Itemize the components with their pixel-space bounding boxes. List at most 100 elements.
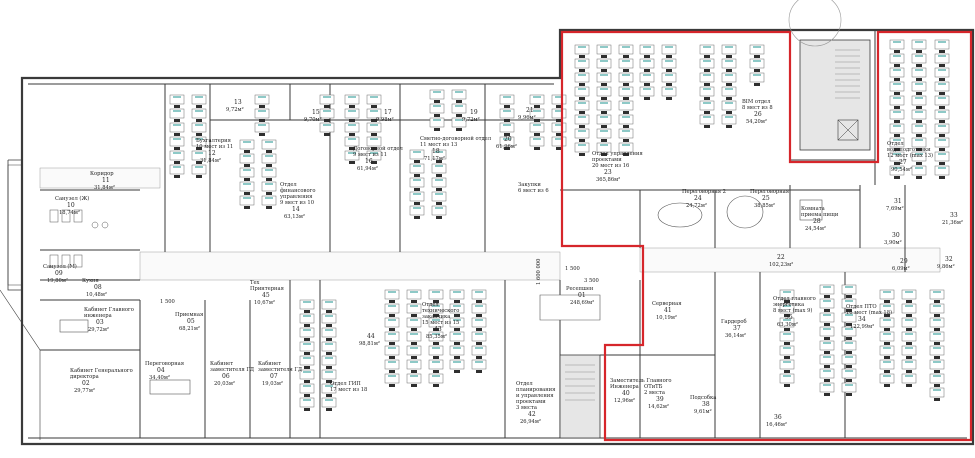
desk xyxy=(911,53,927,64)
desk xyxy=(261,181,277,192)
room-name-line: водоподготовки xyxy=(887,147,931,153)
desk xyxy=(889,109,905,120)
monitor xyxy=(783,347,791,349)
chair xyxy=(939,64,945,67)
chair xyxy=(934,398,940,401)
monitor xyxy=(503,110,511,112)
chair xyxy=(411,342,417,345)
desk xyxy=(596,128,612,139)
room-name-line: 9 мест из 11 xyxy=(353,152,387,158)
room-number: 02 xyxy=(82,380,90,387)
monitor xyxy=(938,111,946,113)
chair xyxy=(504,133,510,136)
room-name-line: Сметно-договорной отдел xyxy=(420,136,492,142)
chair xyxy=(894,176,900,179)
chair xyxy=(916,120,922,123)
monitor xyxy=(893,69,901,71)
room-number: 17 xyxy=(384,109,392,116)
room-name-line: технического xyxy=(422,308,459,314)
monitor xyxy=(643,60,651,62)
chair xyxy=(939,50,945,53)
monitor xyxy=(195,110,203,112)
desk xyxy=(618,44,634,55)
monitor xyxy=(578,102,586,104)
desk xyxy=(431,163,447,174)
desk xyxy=(779,317,795,328)
monitor xyxy=(555,124,563,126)
desk xyxy=(471,317,487,328)
chair xyxy=(476,300,482,303)
chair xyxy=(389,300,395,303)
chair xyxy=(601,111,607,114)
room-number: 33 xyxy=(950,212,958,219)
monitor xyxy=(303,371,311,373)
desk xyxy=(551,136,567,147)
desk xyxy=(699,44,715,55)
room-name-line: 11 мест из 13 xyxy=(420,142,457,148)
monitor xyxy=(845,342,853,344)
monitor xyxy=(432,291,440,293)
room-area: 6,09м² xyxy=(892,266,910,272)
monitor xyxy=(388,361,396,363)
monitor xyxy=(643,46,651,48)
room-name-line: 15 мест из 15 xyxy=(422,320,459,326)
chair xyxy=(389,370,395,373)
monitor xyxy=(753,46,761,48)
room-name-line: Отдел xyxy=(516,381,533,387)
monitor xyxy=(600,88,608,90)
chair xyxy=(174,161,180,164)
chair xyxy=(906,384,912,387)
desk xyxy=(449,303,465,314)
chair xyxy=(266,164,272,167)
desk xyxy=(471,331,487,342)
monitor xyxy=(410,291,418,293)
room-number: 11 xyxy=(102,177,110,184)
desk xyxy=(819,368,835,379)
chair xyxy=(824,351,830,354)
desk xyxy=(889,95,905,106)
chair xyxy=(579,83,585,86)
desk xyxy=(409,191,425,202)
monitor xyxy=(915,125,923,127)
chair xyxy=(414,216,420,219)
room-name-line: Бухгалтерия xyxy=(196,138,231,144)
room-number: 28 xyxy=(813,218,821,225)
room-name-line: Подсобка xyxy=(690,394,716,401)
desk xyxy=(889,81,905,92)
chair xyxy=(326,338,332,341)
dimension-d2: 3 500 xyxy=(584,278,599,284)
chair xyxy=(244,164,250,167)
desk xyxy=(929,289,945,300)
chair xyxy=(244,206,250,209)
chair xyxy=(389,328,395,331)
room-number: 26 xyxy=(754,111,762,118)
desk xyxy=(428,345,444,356)
desk xyxy=(169,164,185,175)
chair xyxy=(556,119,562,122)
chair xyxy=(556,133,562,136)
room-number: 24 xyxy=(694,195,702,202)
monitor xyxy=(933,333,941,335)
monitor xyxy=(265,169,273,171)
chair xyxy=(754,83,760,86)
monitor xyxy=(173,166,181,168)
desk xyxy=(596,72,612,83)
monitor xyxy=(533,138,541,140)
desk xyxy=(299,369,315,380)
room-name-line: Ресепшен xyxy=(566,286,594,292)
chair xyxy=(846,323,852,326)
desk xyxy=(574,114,590,125)
desk xyxy=(254,108,270,119)
chair xyxy=(326,394,332,397)
monitor xyxy=(600,102,608,104)
monitor xyxy=(915,69,923,71)
chair xyxy=(304,310,310,313)
